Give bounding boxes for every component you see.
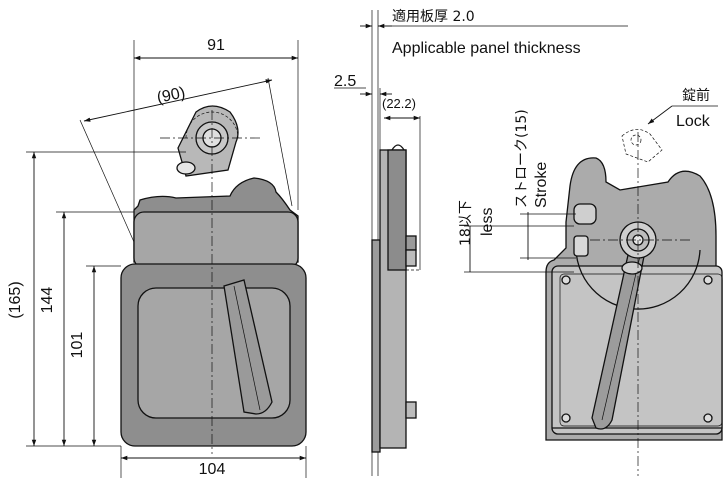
dim-diagonal-90: (90) (155, 84, 186, 107)
side-flange (371, 239, 381, 453)
lock-label-en: Lock (676, 113, 711, 130)
rear-screw-tr (703, 275, 713, 285)
rear-screw-tl (561, 275, 571, 285)
rear-lock-phantom (621, 129, 663, 163)
less-label-en: less (479, 208, 496, 236)
front-view: 91 (90) (165) 144 101 104 (7, 37, 307, 478)
front-upper-plate (133, 211, 299, 269)
rear-screw-br (703, 413, 713, 423)
less-label-jp: 18以下 (458, 200, 474, 246)
front-handle (223, 279, 273, 415)
dim-depth-22-2: (22.2) (382, 96, 416, 111)
dim-width-104: 104 (199, 461, 226, 478)
panel-thickness-jp: 適用板厚 2.0 (392, 8, 475, 25)
side-view: 適用板厚 2.0 Applicable panel thickness 2.5 … (334, 8, 628, 476)
dim-height-101: 101 (69, 332, 86, 359)
lock-label-jp: 錠前 (682, 87, 710, 104)
stroke-label-jp: ストローク(15) (514, 109, 530, 208)
rear-lever (591, 245, 647, 430)
rear-screw-bl (561, 413, 571, 423)
rear-latch-bolt (573, 203, 597, 225)
dim-height-165: (165) (7, 281, 24, 318)
panel-thickness-en: Applicable panel thickness (392, 40, 581, 57)
dim-offset-2-5: 2.5 (334, 73, 356, 90)
dim-width-91: 91 (207, 37, 225, 54)
rear-view: 錠前 Lock ストローク(15) Stroke 18以下 less (458, 87, 723, 476)
rear-cam-arc (575, 243, 701, 310)
dim-height-144: 144 (39, 287, 56, 314)
stroke-label-en: Stroke (533, 162, 550, 208)
